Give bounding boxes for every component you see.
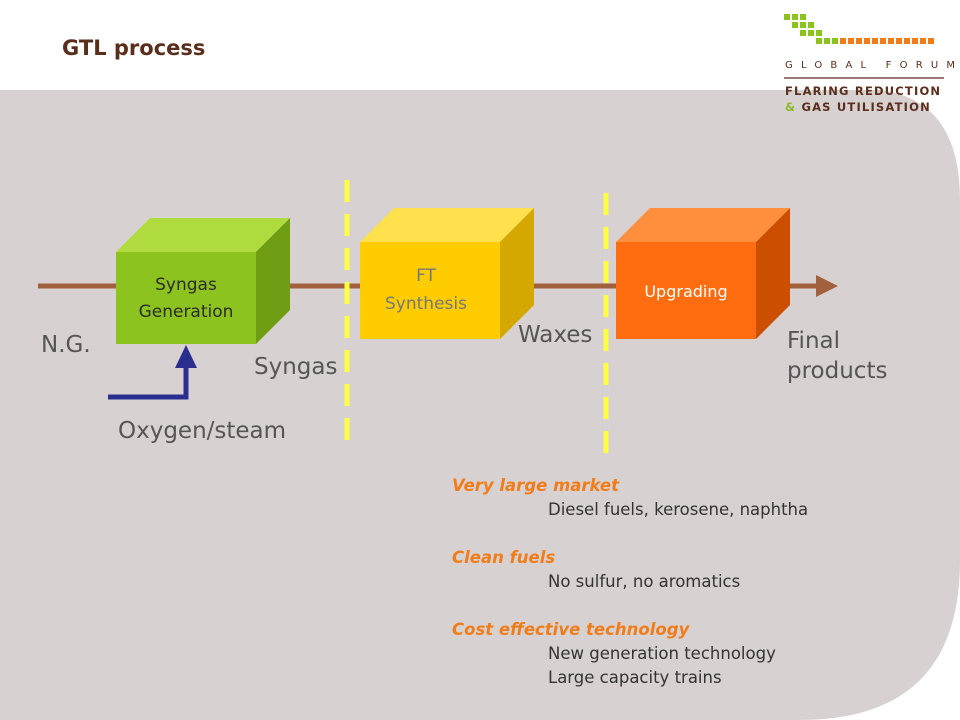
block-ft-synthesis xyxy=(360,208,534,339)
logo-text-flaring-reduction: FLARING REDUCTION xyxy=(785,84,942,98)
note-item-market-1: Diesel fuels, kerosene, naphtha xyxy=(548,500,809,519)
label-final-products: Final products xyxy=(787,326,887,386)
global-forum-logo xyxy=(784,14,944,79)
final-arrowhead xyxy=(816,275,838,297)
label-syngas: Syngas xyxy=(254,354,338,380)
page-title: GTL process xyxy=(62,36,206,60)
oxygen-arrowhead xyxy=(175,345,197,368)
logo-text-gas-utilisation: & GAS UTILISATION xyxy=(785,100,931,114)
oxygen-arrow-line xyxy=(108,365,189,400)
logo-text-gas-utilisation-rest: GAS UTILISATION xyxy=(796,100,931,114)
block-ft-synthesis-label: FT Synthesis xyxy=(356,262,496,318)
note-heading-market: Very large market xyxy=(452,476,619,495)
block-ft-synthesis-line1: FT xyxy=(416,266,436,286)
note-heading-cost: Cost effective technology xyxy=(452,620,690,639)
label-waxes: Waxes xyxy=(518,322,593,348)
block-upgrading-line1: Upgrading xyxy=(644,282,728,301)
block-syngas-generation-label: Syngas Generation xyxy=(116,272,256,326)
logo-ampersand: & xyxy=(785,100,797,114)
label-final-line2: products xyxy=(787,358,888,384)
note-item-cost-1: New generation technology xyxy=(548,644,776,663)
block-syngas-generation-line2: Generation xyxy=(138,302,234,322)
note-item-clean-1: No sulfur, no aromatics xyxy=(548,572,741,591)
label-final-line1: Final xyxy=(787,328,841,354)
label-ng: N.G. xyxy=(41,332,91,358)
block-upgrading-label: Upgrading xyxy=(616,282,756,301)
block-syngas-generation xyxy=(116,218,290,344)
block-ft-synthesis-line2: Synthesis xyxy=(385,294,467,314)
logo-text-global-forum: GLOBAL FORUM xyxy=(785,60,960,71)
block-syngas-generation-line1: Syngas xyxy=(155,275,217,295)
block-upgrading xyxy=(616,208,790,339)
note-heading-clean: Clean fuels xyxy=(452,548,556,567)
benefits-list: Very large market Diesel fuels, kerosene… xyxy=(452,474,808,690)
label-oxygen-steam: Oxygen/steam xyxy=(118,418,287,444)
note-item-cost-2: Large capacity trains xyxy=(548,668,722,687)
